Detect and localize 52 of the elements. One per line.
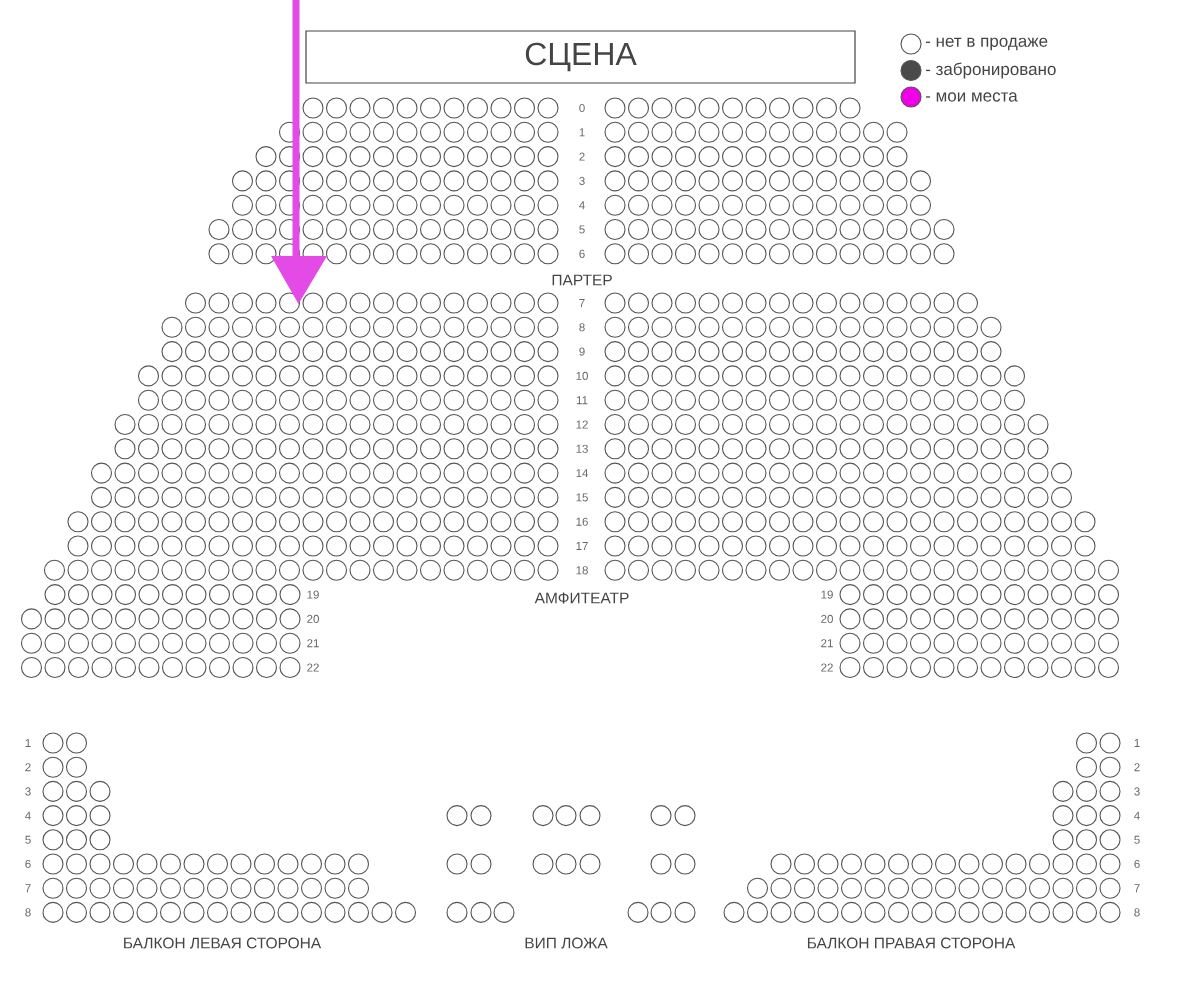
row-number: 16 (576, 517, 588, 526)
row-number: 9 (579, 347, 585, 356)
row-number: 2 (25, 763, 31, 772)
row-number: 1 (579, 128, 585, 137)
section-label: БАЛКОН ПРАВАЯ СТОРОНА (807, 937, 1016, 949)
row-number: 21 (821, 639, 833, 648)
row-number: 18 (576, 566, 588, 575)
row-number: 5 (1134, 835, 1140, 844)
legend-label: - нет в продаже (925, 37, 1048, 51)
section-label: АМФИТЕАТР (534, 592, 629, 604)
row-number: 19 (307, 590, 319, 599)
row-number: 1 (25, 739, 31, 747)
row-number: 13 (576, 444, 588, 453)
row-number: 4 (25, 811, 31, 820)
row-number: 3 (1134, 787, 1140, 796)
row-number: 0 (579, 103, 585, 113)
row-number: 5 (25, 835, 31, 844)
row-number: 5 (579, 225, 585, 234)
row-number: 4 (579, 201, 585, 210)
row-number: 4 (1134, 811, 1140, 820)
row-number: 3 (25, 787, 31, 796)
row-number: 20 (307, 614, 319, 623)
row-number: 21 (307, 639, 319, 648)
row-number: 8 (1134, 908, 1140, 917)
row-number: 14 (576, 469, 589, 478)
section-label: ВИП ЛОЖА (525, 937, 608, 949)
section-label: БАЛКОН ЛЕВАЯ СТОРОНА (124, 937, 322, 949)
row-number: 22 (821, 663, 833, 672)
row-number: 7 (25, 884, 31, 893)
row-number: 15 (576, 493, 588, 502)
row-number: 19 (821, 590, 833, 599)
stage-box: СЦЕНА (305, 30, 856, 84)
row-number: 11 (576, 396, 588, 405)
legend-label: - забронировано (925, 62, 1056, 79)
row-number: 1 (1134, 739, 1140, 747)
row-number: 6 (25, 859, 31, 869)
legend-label: - мои места (925, 92, 1018, 102)
row-number: 10 (576, 371, 588, 380)
row-number: 17 (576, 542, 588, 550)
row-number: 8 (579, 323, 585, 332)
row-number: 12 (576, 420, 588, 429)
row-number: 7 (579, 299, 585, 307)
row-number: 2 (1134, 763, 1140, 772)
row-number: 2 (579, 152, 585, 161)
row-number: 6 (1134, 859, 1140, 869)
section-label: ПАРТЕР (552, 274, 612, 286)
row-number: 8 (25, 908, 31, 917)
row-number: 7 (1134, 884, 1140, 893)
row-number: 6 (579, 249, 585, 258)
row-number: 20 (821, 614, 833, 623)
row-number: 22 (307, 663, 319, 672)
row-number: 3 (579, 176, 585, 185)
